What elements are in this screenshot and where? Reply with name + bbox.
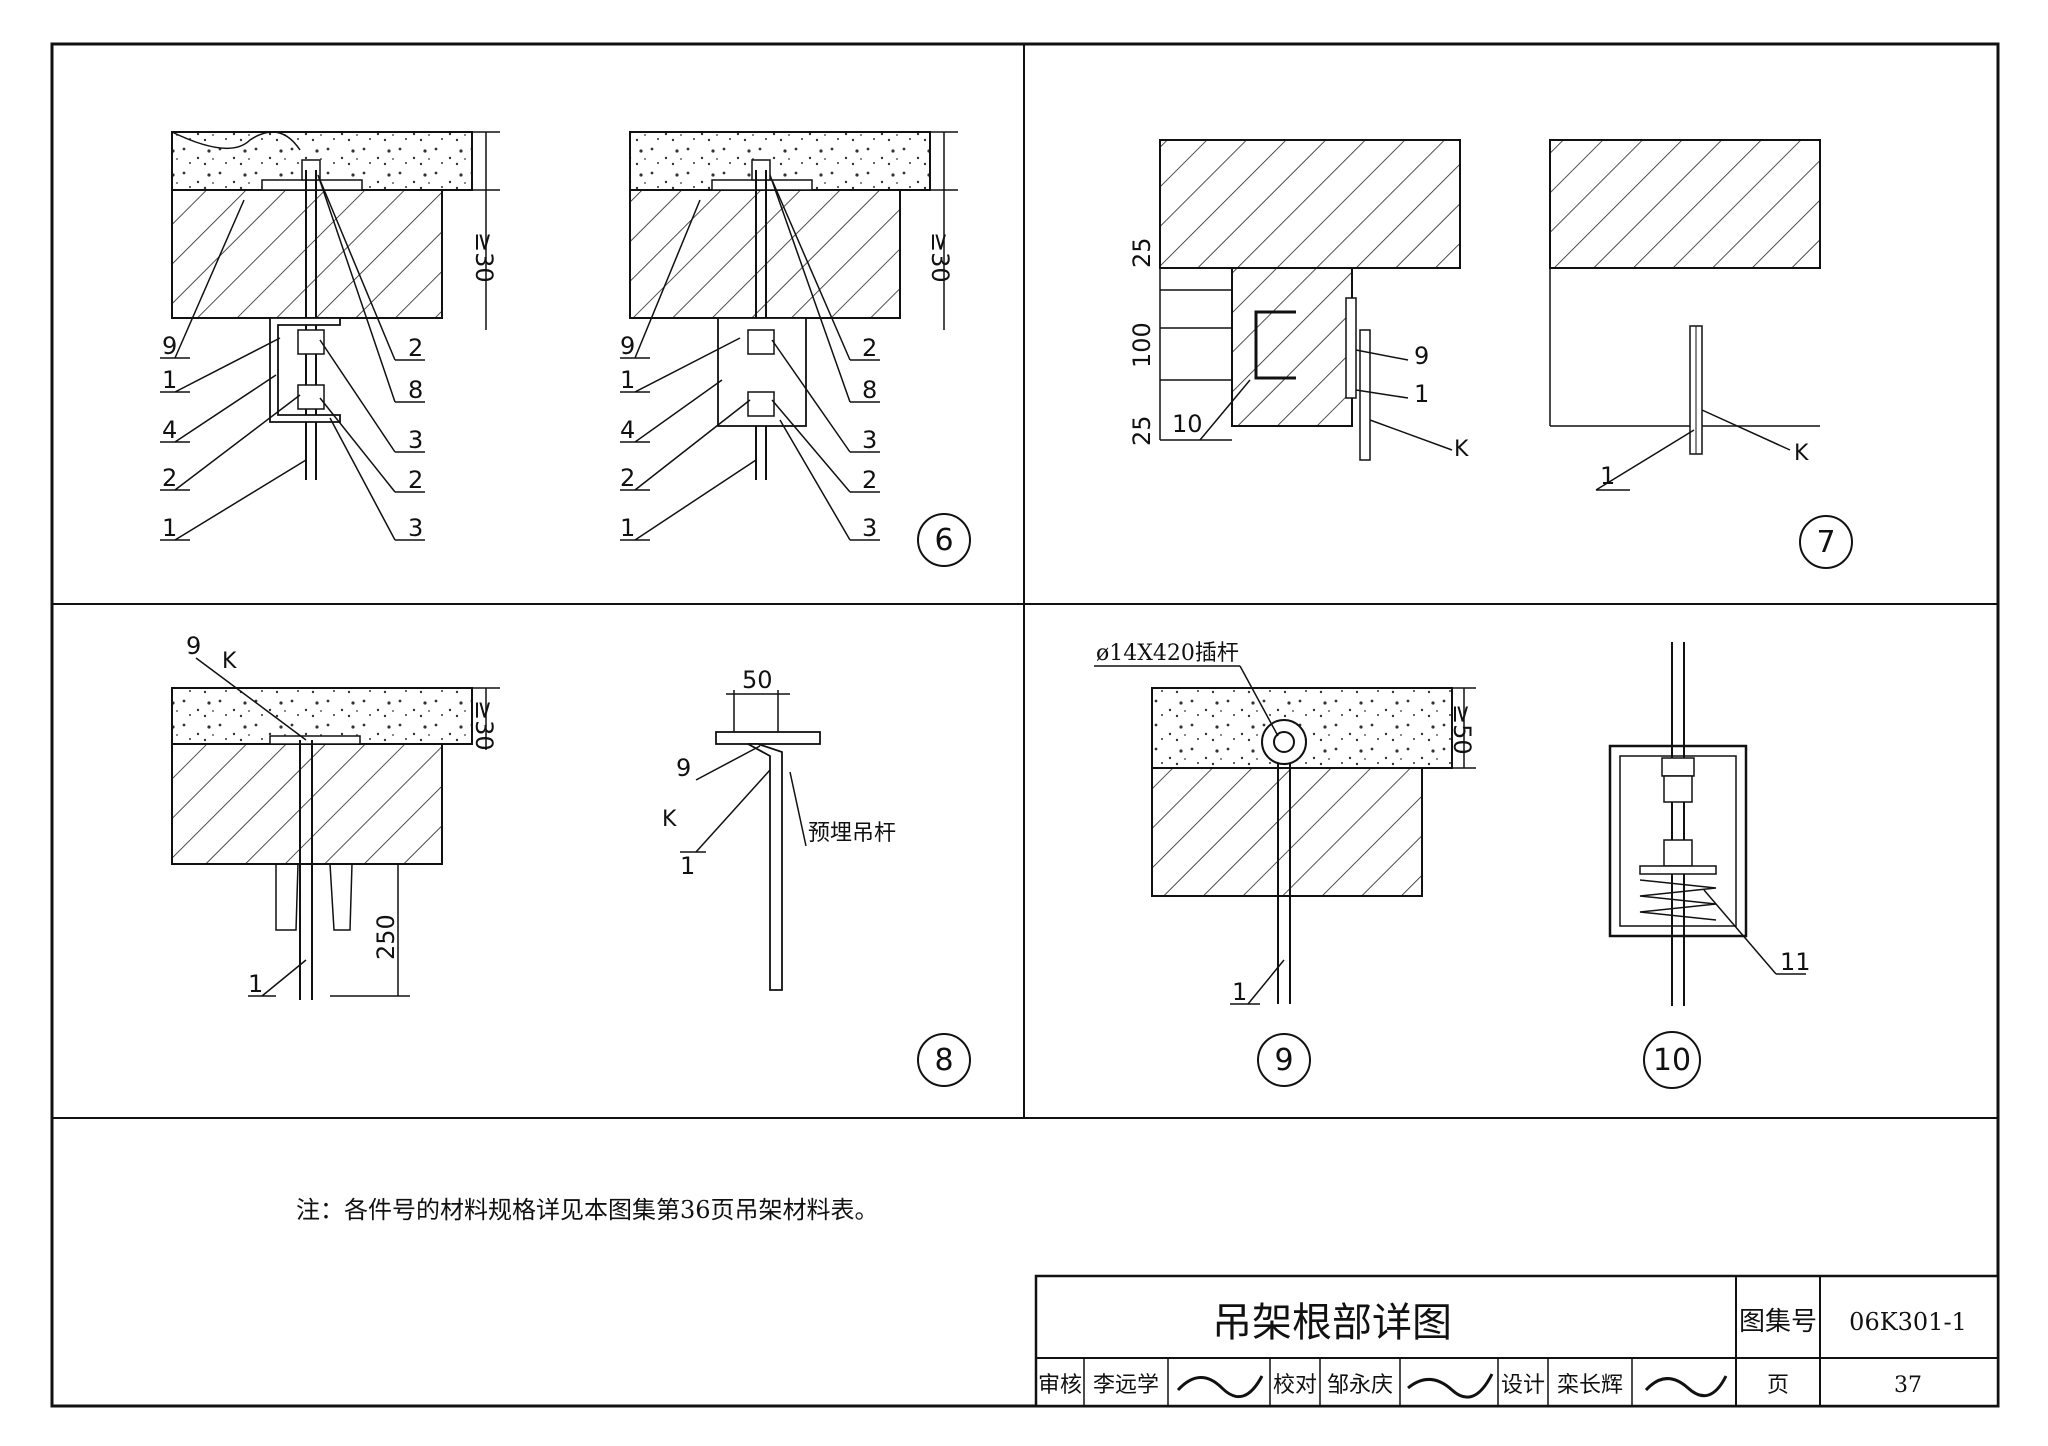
detail-6-right: ≥30 9 1 4 2 1 2 8: [620, 131, 971, 567]
d6b-callout-r4: 2: [862, 466, 877, 494]
title-block: 吊架根部详图 图集号 06K301-1 审核 李远学 校对 邹永庆 设计 栾长辉…: [1034, 1274, 2000, 1408]
d8-callout-1: 1: [248, 970, 263, 998]
d6-callout-l4: 2: [162, 464, 177, 492]
detail-7-number-circle: [1799, 515, 1853, 569]
general-note: 注：各件号的材料规格详见本图集第36页吊架材料表。: [296, 1196, 879, 1224]
d6-callout-r3: 3: [408, 426, 423, 454]
detail-7-number: 7: [1816, 525, 1835, 560]
d6b-callout-l1: 9: [620, 332, 635, 360]
detail-6-left: ≥30 9 1 4 2 1 2 8: [160, 131, 500, 542]
d7-callout-9: 9: [1414, 342, 1429, 370]
checker-name: 邹永庆: [1327, 1373, 1393, 1398]
d6b-callout-r2: 8: [862, 376, 877, 404]
d6b-callout-l5: 1: [620, 514, 635, 542]
d8-dim-top: ≥30: [470, 700, 498, 751]
d6-callout-l3: 4: [162, 416, 177, 444]
review-label: 审核: [1038, 1373, 1082, 1398]
d8-weld-b: K: [662, 807, 677, 832]
d7-callout-10: 10: [1172, 410, 1203, 438]
reviewer-signature: [1176, 1375, 1264, 1399]
d7-callout-1: 1: [1414, 380, 1429, 408]
d6-callout-l1: 9: [162, 332, 177, 360]
reviewer-name: 李远学: [1093, 1373, 1159, 1398]
checker-signature: [1407, 1373, 1494, 1399]
page-label: 页: [1767, 1373, 1789, 1398]
d6b-callout-l2: 1: [620, 366, 635, 394]
d8-dim-width: 50: [742, 666, 773, 694]
detail-8: ≥30 250 9 K 1 50 9 K 1 预埋吊杆 8: [171, 632, 971, 1087]
detail-6-dim: ≥30: [470, 232, 498, 283]
d7-dim-3: 25: [1128, 415, 1156, 446]
d6-callout-r5: 3: [408, 514, 423, 542]
d8-embedded-rod-label: 预埋吊杆: [808, 821, 896, 846]
d6b-callout-l4: 2: [620, 464, 635, 492]
d6b-callout-r3: 3: [862, 426, 877, 454]
detail-9: ø14X420插杆 ≥50 1 9: [1094, 641, 1476, 1087]
designer-name: 栾长辉: [1557, 1373, 1623, 1398]
d7-weld-b: K: [1794, 441, 1809, 466]
detail-8-number-circle: [917, 1033, 971, 1087]
d6-callout-r1: 2: [408, 334, 423, 362]
d6-callout-r4: 2: [408, 466, 423, 494]
detail-10-number-circle: [1643, 1031, 1701, 1089]
d6b-callout-l3: 4: [620, 416, 635, 444]
design-label: 设计: [1501, 1373, 1545, 1398]
d9-callout-1: 1: [1232, 978, 1247, 1006]
d6b-callout-r5: 3: [862, 514, 877, 542]
detail-7: 25 100 25 9 1 10 K 1 K 7: [1128, 139, 1853, 569]
detail-10: 11 10: [1608, 642, 1811, 1089]
detail-6-number-circle: [917, 513, 971, 567]
d6-callout-r2: 8: [408, 376, 423, 404]
atlas-number: 06K301-1: [1849, 1308, 1967, 1336]
d8-dim-side: 250: [372, 914, 400, 960]
detail-9-number-circle: [1257, 1033, 1311, 1087]
d6-callout-l2: 1: [162, 366, 177, 394]
detail-6b-dim: ≥30: [926, 232, 954, 283]
detail-8-number: 8: [934, 1043, 953, 1078]
d7-dim-1: 25: [1128, 237, 1156, 268]
d7-weld-a: K: [1454, 437, 1469, 462]
atlas-label: 图集号: [1739, 1307, 1817, 1337]
d7-dim-2: 100: [1128, 322, 1156, 368]
d6-callout-l5: 1: [162, 514, 177, 542]
detail-10-number: 10: [1653, 1043, 1691, 1078]
d8-callout-1b: 1: [680, 852, 695, 880]
detail-6-number: 6: [934, 523, 953, 558]
page-number: 37: [1894, 1373, 1922, 1398]
detail-9-number: 9: [1274, 1043, 1293, 1078]
check-label: 校对: [1273, 1373, 1317, 1398]
d9-pin-label: ø14X420插杆: [1096, 641, 1239, 666]
d6b-callout-r1: 2: [862, 334, 877, 362]
designer-signature: [1644, 1375, 1728, 1398]
d9-dim: ≥50: [1448, 704, 1476, 755]
d7-callout-1b: 1: [1600, 462, 1615, 490]
drawing-title: 吊架根部详图: [1212, 1300, 1452, 1346]
d8-callout-9: 9: [186, 632, 201, 660]
d8-callout-9b: 9: [676, 754, 691, 782]
d8-weld-a: K: [222, 649, 237, 674]
d10-callout-11: 11: [1780, 948, 1811, 976]
